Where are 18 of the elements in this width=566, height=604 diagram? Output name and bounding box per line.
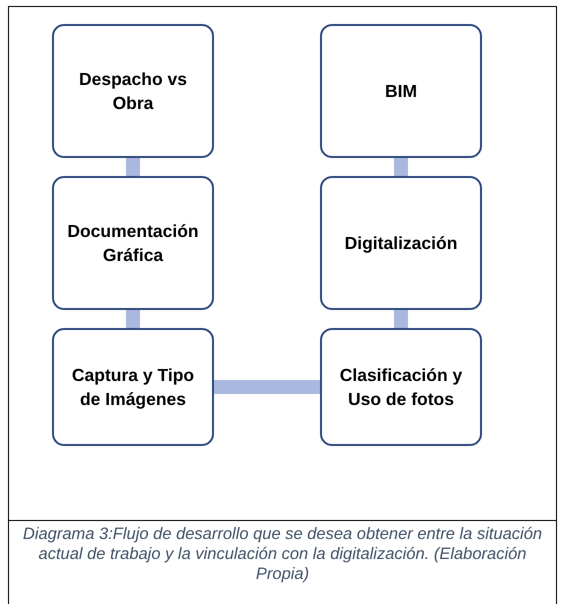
box-label: Captura y Tipo de Imágenes [70, 364, 196, 411]
connector-bar [394, 310, 408, 328]
figure-caption: Diagrama 3:Flujo de desarrollo que se desea obtener entre la situación actual de trabajo y la vinculación con la digitalización. (Elaboración Propia) [22, 524, 544, 584]
process-box [320, 176, 482, 310]
process-box [320, 328, 482, 446]
connector-bar [394, 158, 408, 176]
connector-bar [126, 158, 140, 176]
connector-bar [214, 380, 320, 394]
box-label: Documentación Gráfica [66, 220, 200, 267]
process-box [52, 24, 214, 158]
connector-bar [126, 310, 140, 328]
box-label: Clasificación y Uso de fotos [338, 364, 464, 411]
process-box [52, 328, 214, 446]
box-label: BIM [384, 80, 418, 103]
process-box [320, 24, 482, 158]
process-box [52, 176, 214, 310]
box-label: Despacho vs Obra [78, 68, 188, 115]
box-label: Digitalización [344, 232, 458, 255]
